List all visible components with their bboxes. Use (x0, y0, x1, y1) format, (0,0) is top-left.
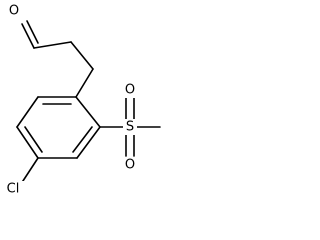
bond-aldehyde-c-o-double-inner (26, 20, 39, 44)
bond-ring-2 (76, 126, 101, 159)
chlorine-label: Cl (7, 182, 20, 197)
aldehyde-oxygen-label: O (9, 4, 19, 19)
bond-ring-1 (75, 96, 101, 128)
bond-chain-2 (70, 41, 94, 70)
sulfur-label: S (126, 120, 134, 135)
bond-ring-inner-left (24, 126, 43, 153)
sulfonyl-oxygen-lower-label: O (125, 158, 135, 173)
sulfonyl-oxygen-upper-label: O (125, 83, 135, 98)
bond-chain-3 (75, 68, 94, 98)
structure-diagram: O S O O Cl (6, 3, 161, 197)
bond-aldehyde-c-o-double (21, 23, 35, 49)
bond-ring-inner-right (72, 126, 93, 153)
bond-ring-5 (16, 96, 39, 128)
bond-chain-1 (33, 41, 72, 49)
bond-ring-4 (16, 126, 39, 159)
